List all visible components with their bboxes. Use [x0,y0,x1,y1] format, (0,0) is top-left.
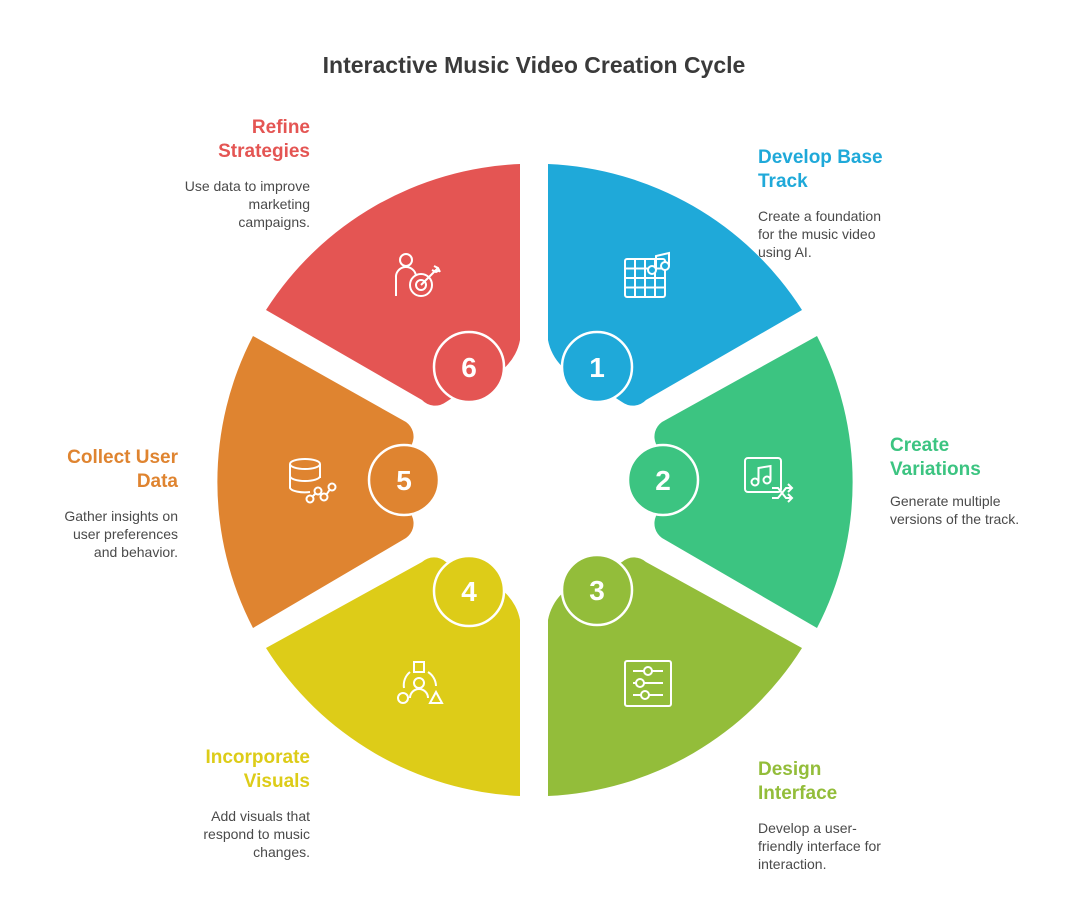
step-6-title: Refine Strategies [110,116,310,164]
step-4-desc-line1: Add visuals that [211,808,310,824]
segment-6: 6 [266,164,520,406]
step-4-desc-line2: respond to music [203,826,310,842]
step-1-desc-line1: Create a foundation [758,208,881,224]
step-5-title: Collect User Data [0,446,178,494]
step-1-title-line2: Track [758,171,808,192]
step-2-desc-line1: Generate multiple [890,493,1001,509]
segment-4: 4 [266,554,520,796]
step-6-title-line2: Strategies [218,141,310,162]
step-3-description: Develop a user- friendly interface for i… [758,819,908,873]
step-5-desc-line3: and behavior. [93,544,178,560]
step-2-title-line1: Create [890,435,950,456]
step-5-title-line1: Collect User [67,447,178,468]
step-1-description: Create a foundation for the music video … [758,207,908,261]
segment-3: 3 [548,553,802,796]
step-1-title: Develop Base Track [758,146,958,194]
database-chart-icon [289,458,337,504]
step-1-desc-line2: for the music video [758,226,876,242]
step-6-desc-line1: Use data to improve [184,178,310,194]
step-3-badge [560,553,634,627]
step-5-description: Gather insights on user preferences and … [28,507,178,561]
step-2-title-line2: Variations [890,459,981,480]
segment-2-wedge [654,336,853,628]
step-3-title-line2: Interface [758,783,838,804]
music-grid-icon [624,251,670,298]
step-1-badge [560,330,634,404]
step-6-title-line1: Refine [251,117,310,138]
shapes-user-icon [397,661,444,704]
step-5-title-line2: Data [136,471,178,492]
step-6-desc-line2: marketing [248,196,310,212]
step-3-number: 3 [589,575,605,606]
step-4-title-line2: Visuals [243,771,310,792]
step-5-number: 5 [396,465,412,496]
step-2-badge [626,443,700,517]
step-6-number: 6 [461,352,477,383]
step-4-title-line1: Incorporate [205,747,310,768]
segment-5-wedge [217,336,414,628]
music-shuffle-icon [744,457,794,503]
diagram-title: Interactive Music Video Creation Cycle [322,52,746,78]
step-2-number: 2 [655,465,671,496]
step-1-desc-line3: using AI. [758,244,812,260]
step-3-desc-line2: friendly interface for [758,838,881,854]
step-2-description: Generate multiple versions of the track. [890,492,1060,528]
step-6-badge [432,330,506,404]
step-1-number: 1 [589,352,605,383]
step-2-desc-line2: versions of the track. [890,511,1020,527]
sliders-icon [624,660,672,707]
segment-5: 5 [217,336,441,628]
step-4-badge [432,554,506,628]
step-3-title-line1: Design [758,759,822,780]
step-2-title: Create Variations [890,434,1068,482]
step-5-desc-line2: user preferences [72,526,178,542]
step-4-desc-line3: changes. [253,844,310,860]
user-target-icon [394,253,441,297]
segment-2: 2 [626,336,853,628]
step-6-desc-line3: campaigns. [238,214,310,230]
segment-1: 1 [548,164,802,406]
step-6-description: Use data to improve marketing campaigns. [160,177,310,231]
step-4-description: Add visuals that respond to music change… [160,807,310,861]
step-5-badge [367,443,441,517]
step-3-title: Design Interface [758,758,958,806]
step-5-desc-line1: Gather insights on [64,508,178,524]
step-4-title: Incorporate Visuals [110,746,310,794]
step-4-number: 4 [461,576,477,607]
step-3-desc-line1: Develop a user- [758,820,857,836]
step-3-desc-line3: interaction. [758,856,827,872]
step-1-title-line1: Develop Base [758,147,883,168]
